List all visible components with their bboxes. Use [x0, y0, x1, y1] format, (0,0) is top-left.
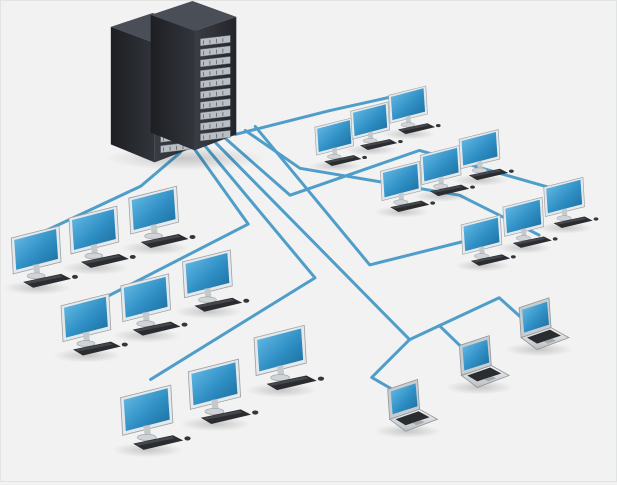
drive-bay: [200, 56, 231, 68]
desktop-computer-icon: [308, 117, 367, 172]
network-cable: [437, 296, 531, 328]
desktop-computer-icon: [120, 185, 196, 255]
desktop-computer-icon: [61, 205, 136, 275]
desktop-computer-icon: [53, 293, 128, 363]
drive-bay: [200, 87, 231, 99]
desktop-computer-icon: [537, 176, 599, 234]
desktop-computer-icon: [344, 101, 403, 156]
network-cable: [223, 136, 561, 197]
desktop-computer-icon: [454, 214, 516, 272]
drive-bay: [200, 77, 231, 89]
drive-bay: [200, 130, 231, 142]
devices: [3, 85, 599, 458]
desktop-computer-icon: [179, 358, 259, 432]
drive-bay: [200, 66, 231, 78]
desktop-computer-icon: [112, 273, 188, 343]
laptop-icon: [445, 335, 514, 395]
drive-bay: [200, 98, 231, 110]
laptop-icon: [373, 378, 442, 439]
server-unit: [150, 1, 237, 151]
network-cable: [149, 144, 317, 381]
laptop-icon: [505, 297, 573, 357]
desktop-computer-icon: [496, 196, 558, 254]
drive-bay: [200, 108, 231, 120]
desktop-computer-icon: [373, 160, 436, 218]
desktop-computer-icon: [245, 324, 325, 398]
server-rack: [105, 1, 266, 171]
desktop-computer-icon: [382, 85, 441, 140]
drive-bay: [200, 45, 231, 57]
network-cables: [41, 89, 561, 401]
desktop-computer-icon: [112, 384, 191, 458]
drive-bay: [200, 119, 231, 131]
desktop-computer-icon: [174, 249, 250, 319]
network-cable: [253, 124, 471, 267]
desktop-computer-icon: [3, 225, 78, 295]
desktop-computer-icon: [452, 129, 514, 186]
network-cable: [213, 140, 412, 342]
desktop-computer-icon: [413, 145, 475, 202]
drive-bay: [200, 35, 231, 47]
network-cable: [99, 148, 250, 302]
